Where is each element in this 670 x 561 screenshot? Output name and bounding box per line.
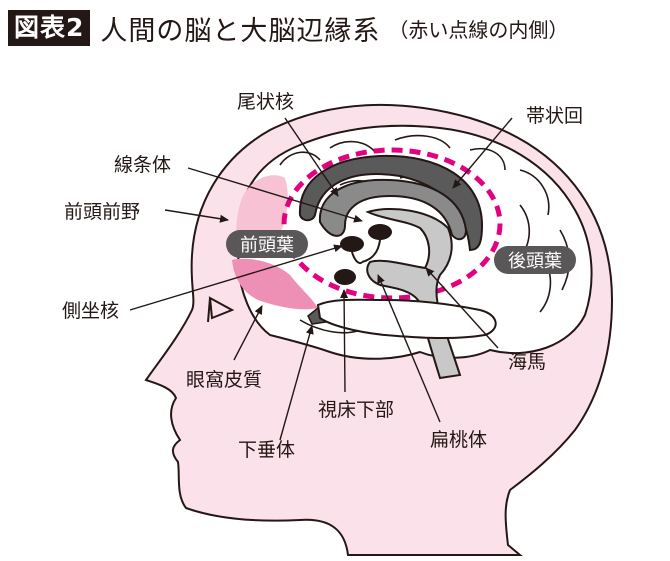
label-pituitary: 下垂体	[238, 439, 295, 461]
figure-number-badge: 図表2	[8, 10, 91, 46]
occipital-lobe-label: 後頭葉	[508, 251, 562, 272]
label-prefrontal: 前頭前野	[64, 201, 140, 223]
leader-lines	[129, 117, 513, 441]
nucleus-3	[334, 269, 356, 285]
label-accumbens: 側坐核	[62, 300, 119, 322]
frontal-lobe-label: 前頭葉	[240, 235, 294, 256]
nucleus-1	[368, 224, 392, 240]
frontal-lobe-pill: 前頭葉	[226, 230, 308, 258]
label-hypothalamus: 視床下部	[318, 399, 394, 421]
limbic-system-boundary	[281, 147, 503, 301]
figure-header: 図表2 人間の脳と大脳辺縁系 （赤い点線の内側）	[8, 8, 568, 48]
label-caudate: 尾状核	[237, 91, 294, 113]
label-amygdala: 扁桃体	[430, 429, 487, 451]
figure-title: 人間の脳と大脳辺縁系	[100, 15, 381, 47]
label-hippocampus: 海馬	[508, 351, 546, 373]
label-orbitofrontal: 眼窩皮質	[186, 369, 262, 391]
occipital-lobe-pill: 後頭葉	[494, 246, 576, 274]
temporal-lobe	[316, 298, 497, 340]
label-striatum: 線条体	[114, 154, 171, 176]
figure-subtitle: （赤い点線の内側）	[388, 17, 569, 42]
caudate-nucleus	[318, 178, 468, 241]
nucleus-2	[340, 236, 364, 252]
eye-icon	[207, 296, 235, 323]
orbitofrontal-area	[232, 258, 318, 310]
label-cingulate: 帯状回	[526, 105, 583, 127]
cingulate-gyrus	[298, 154, 484, 252]
